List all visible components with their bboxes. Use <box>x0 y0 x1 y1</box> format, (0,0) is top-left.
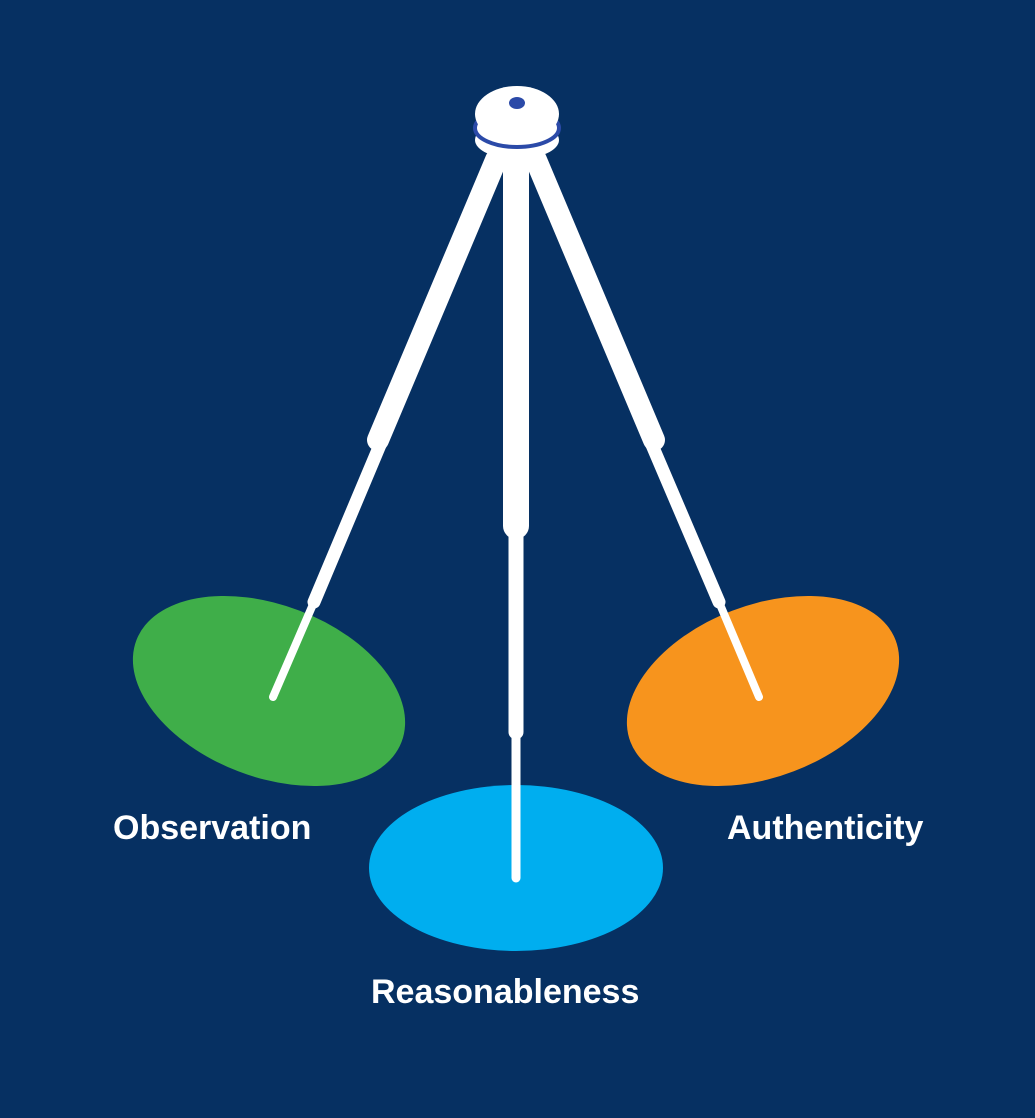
tripod-right-leg-upper <box>525 149 665 451</box>
label-observation: Observation <box>113 809 312 847</box>
tripod-right-leg-tip <box>715 598 763 701</box>
tripod-head <box>473 86 561 159</box>
label-reasonableness: Reasonableness <box>371 973 640 1011</box>
tripod-left-leg-tip <box>269 598 318 701</box>
tripod-left-leg-upper <box>367 149 507 451</box>
tripod-left-leg-lower <box>307 438 387 609</box>
foot-pad-observation <box>132 595 406 787</box>
tripod-right-leg-lower <box>645 438 726 609</box>
foot-pad-authenticity <box>626 595 900 787</box>
label-authenticity: Authenticity <box>727 809 924 847</box>
tripod-mount-hole <box>509 97 525 109</box>
